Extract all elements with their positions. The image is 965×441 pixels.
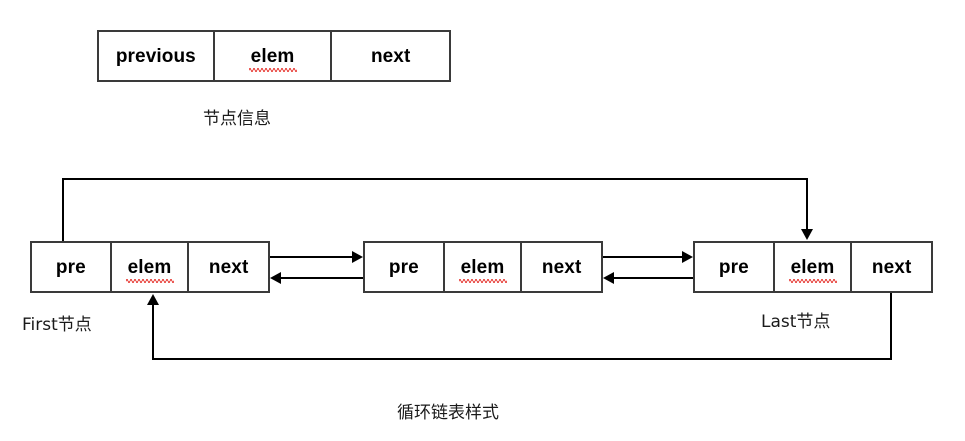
node-first-cell-next: next [189,243,268,291]
node-last-cell-pre: pre [695,243,775,291]
bottom-loop-horizontal [152,358,892,360]
node-info-cell-next: next [332,32,449,80]
node-middle-cell-pre: pre [365,243,445,291]
node-last-cell-next: next [852,243,931,291]
node-info-cell-elem: elem [214,32,333,80]
diagram-caption: 循环链表样式 [397,403,499,423]
linked-list-node-middle: pre elem next [363,241,603,293]
next-pointer-line-middle-to-last [603,256,685,258]
first-node-label: First节点 [22,315,92,335]
node-middle-cell-next: next [522,243,601,291]
node-info-caption: 节点信息 [203,109,271,129]
pre-pointer-line-middle-to-first [281,277,363,279]
pre-pointer-arrowhead-last-to-middle-icon [603,272,614,284]
pre-pointer-arrowhead-middle-to-first-icon [270,272,281,284]
node-first-cell-pre: pre [32,243,112,291]
node-first-cell-elem: elem [111,243,190,291]
bottom-loop-right-vertical [890,293,892,360]
top-loop-right-vertical [806,178,808,230]
bottom-loop-left-vertical [152,304,154,360]
next-pointer-arrowhead-middle-to-last-icon [682,251,693,263]
node-info-cell-previous: previous [99,32,215,80]
next-pointer-arrowhead-first-to-middle-icon [352,251,363,263]
linked-list-node-last: pre elem next [693,241,933,293]
top-loop-arrowhead-down-icon [801,229,813,240]
top-loop-horizontal [62,178,808,180]
node-middle-cell-elem: elem [444,243,523,291]
node-info-box: previous elem next [97,30,451,82]
last-node-label: Last节点 [761,312,831,332]
node-last-cell-elem: elem [774,243,853,291]
pre-pointer-line-last-to-middle [614,277,693,279]
next-pointer-line-first-to-middle [270,256,355,258]
top-loop-left-vertical [62,178,64,242]
linked-list-node-first: pre elem next [30,241,270,293]
bottom-loop-arrowhead-up-icon [147,294,159,305]
